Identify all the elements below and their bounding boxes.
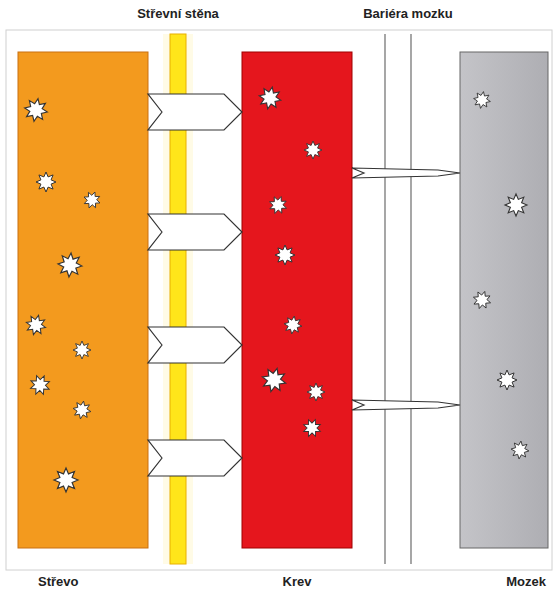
band-label: Střevní stěna: [98, 6, 258, 22]
barrier-arrow: [352, 400, 460, 410]
frame: [6, 30, 552, 570]
barrier-line: [384, 34, 385, 564]
transport-arrow: [148, 327, 242, 363]
arrow-shape: [352, 168, 460, 178]
band-label: Střevo: [38, 574, 198, 590]
blood-band: [242, 52, 352, 548]
gut-band: [18, 52, 148, 548]
transport-arrow: [148, 94, 242, 130]
band-label: Bariéra mozku: [328, 6, 488, 22]
barrier-line: [410, 34, 411, 564]
arrow-shape: [148, 327, 242, 363]
band-label: Mozek: [386, 574, 546, 590]
brain-band: [460, 52, 548, 548]
brain-band: Mozek: [460, 52, 548, 548]
transport-arrow: [148, 440, 242, 476]
transport-arrow: [148, 214, 242, 250]
intestinal-wall: Střevní stěna: [163, 34, 193, 564]
arrow-shape: [148, 214, 242, 250]
blood-band: Krev: [242, 52, 352, 548]
barrier-arrow: [352, 168, 460, 178]
arrow-shape: [352, 400, 460, 410]
band-label: Krev: [217, 574, 377, 590]
brain-barrier: Bariéra mozku: [383, 34, 413, 564]
particles: [23, 85, 530, 492]
arrow-shape: [148, 94, 242, 130]
gut-band: Střevo: [18, 52, 148, 548]
arrow-shape: [148, 440, 242, 476]
